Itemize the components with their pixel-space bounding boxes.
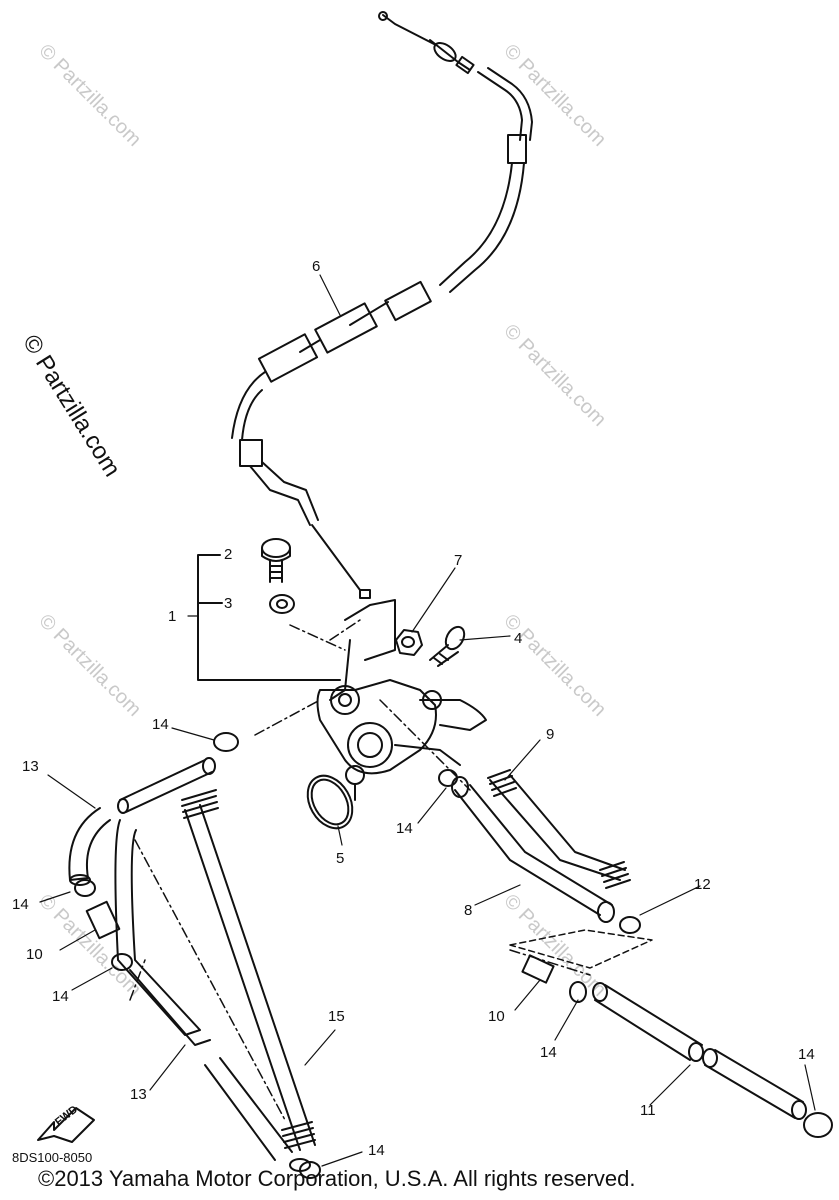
callout-13: 13 (22, 758, 39, 775)
throttle-cable (231, 11, 533, 599)
callout-12: 12 (694, 876, 711, 893)
copyright-notice: ©2013 Yamaha Motor Corporation, U.S.A. A… (38, 1166, 636, 1191)
callout-14: 14 (798, 1046, 815, 1063)
bolt-2 (261, 538, 291, 583)
callout-15: 15 (328, 1008, 345, 1025)
fwd-arrow-icon (37, 1107, 95, 1143)
nut-7 (395, 629, 423, 656)
callout-10: 10 (488, 1008, 505, 1025)
callout-8: 8 (464, 902, 473, 919)
callout-14: 14 (368, 1142, 385, 1159)
callout-13: 13 (130, 1086, 147, 1103)
callout-10: 10 (26, 946, 43, 963)
callout-14: 14 (396, 820, 413, 837)
callout-bracket (197, 554, 341, 681)
callout-1: 1 (168, 608, 177, 625)
bolt-4 (429, 625, 466, 667)
callout-14: 14 (52, 988, 69, 1005)
washer-3 (269, 594, 295, 614)
o-ring-5 (306, 774, 354, 830)
callout-11: 11 (640, 1102, 656, 1119)
callout-3: 3 (224, 595, 233, 612)
callout-2: 2 (224, 546, 233, 563)
callout-6: 6 (312, 258, 321, 275)
callout-14: 14 (540, 1044, 557, 1061)
callout-14: 14 (12, 896, 29, 913)
callout-leaders (39, 274, 816, 1167)
assembly-leaders (119, 619, 591, 1121)
oil-pump (316, 599, 487, 801)
callout-14: 14 (152, 716, 169, 733)
callout-9: 9 (546, 726, 555, 743)
fwd-arrow: FWD (36, 1100, 96, 1150)
hoses (68, 732, 833, 1179)
callout-7: 7 (454, 552, 463, 569)
callout-5: 5 (336, 850, 345, 867)
callout-4: 4 (514, 630, 523, 647)
drawing-code: 8DS100-8050 (12, 1150, 93, 1165)
